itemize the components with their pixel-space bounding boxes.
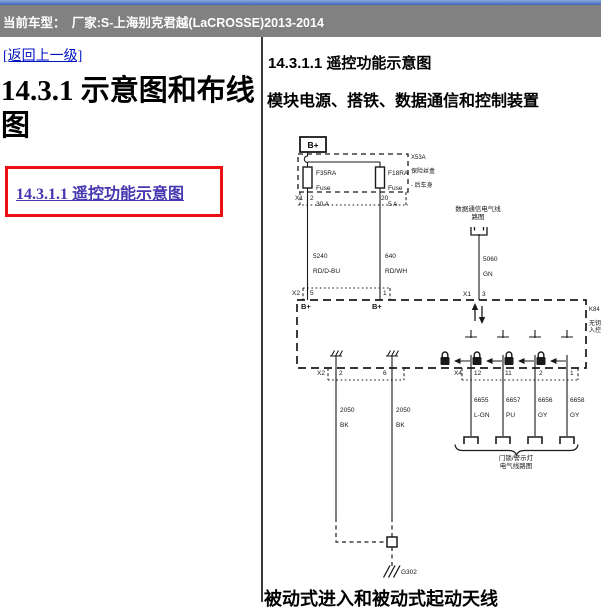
- door-lock-callout: 门锁/警示灯 电气线路图: [498, 455, 534, 470]
- pin-2-ground: 2: [339, 370, 343, 377]
- fuse-box-outline: [297, 153, 409, 193]
- page-title: 14.3.1.1 遥控功能示意图: [268, 55, 432, 72]
- wires: [303, 152, 573, 518]
- fuse-panel-callout: X53A 保险丝盒 - 后车身: [411, 155, 436, 189]
- connector-x1-data-label: X1: [463, 291, 471, 298]
- current-vehicle-bar: 当前车型： 厂家:S-上海别克君越(LaCROSSE)2013-2014: [0, 5, 601, 37]
- pin-3: 3: [482, 291, 486, 298]
- wire-5060-label: 5060 GN: [483, 255, 498, 279]
- pin-1: 1: [383, 290, 387, 297]
- window-title-strip: [0, 0, 601, 5]
- remote-function-link[interactable]: 14.3.1.1 遥控功能示意图: [16, 186, 185, 203]
- wire-6658-label: 6658 GY: [570, 396, 585, 420]
- pin-2: 2: [310, 195, 314, 202]
- offpage-connector-icon: [470, 227, 488, 236]
- connector-x4-label: X4: [454, 370, 462, 377]
- connector-x2-top-label: X2: [292, 290, 300, 297]
- terminal-icons: [463, 436, 575, 444]
- highlight-red-box: 14.3.1.1 遥控功能示意图: [5, 166, 223, 217]
- pin-12: 12: [474, 370, 482, 377]
- page-subtitle: 模块电源、搭铁、数据通信和控制装置: [267, 93, 540, 110]
- wire-6655-label: 6655 L-GN: [474, 396, 490, 420]
- wire-5240-label: 5240 RD/D-BU: [313, 252, 341, 276]
- section-heading: 14.3.1 示意图和布线图: [1, 75, 255, 142]
- data-direction-arrows: [471, 303, 486, 324]
- group-brace: [454, 444, 579, 457]
- wire-2050a-label: 2050 BK: [340, 406, 355, 430]
- fuse-f35ra-label: F35RA Fuse 30 A: [316, 169, 337, 208]
- module-callout: K84 无钥匙进 入控制模块: [589, 307, 601, 334]
- connector-x2-ground-label: X2: [317, 370, 325, 377]
- connector-rows: [298, 192, 579, 381]
- lock-icons: [440, 351, 557, 365]
- fuse-f18ra-label: F18RA Fuse 5 A: [388, 169, 409, 208]
- module-ground-icons: [330, 350, 399, 357]
- module-outline: [296, 299, 587, 369]
- data-link-callout: 数据通信电气线 路图: [455, 206, 501, 221]
- pin-6-ground: 6: [383, 370, 387, 377]
- back-to-parent-link[interactable]: [返回上一级]: [3, 49, 83, 64]
- connector-x1-label: X1: [295, 195, 303, 202]
- wire-640-label: 640 RD/WH: [385, 252, 408, 276]
- bplus-in-left: B+: [301, 302, 311, 311]
- battery-feed-label: B+: [307, 140, 319, 150]
- splice-icon: [386, 536, 398, 548]
- wire-6657-label: 6657 PU: [506, 396, 521, 420]
- pin-2-output: 2: [539, 370, 543, 377]
- chassis-ground-icon: [382, 565, 401, 578]
- ground-g302-label: G302: [401, 569, 417, 576]
- fuse-symbols: [302, 166, 386, 189]
- panel-divider: [261, 37, 263, 602]
- wire-6656-label: 6656 GY: [538, 396, 553, 420]
- pin-11: 11: [505, 370, 512, 377]
- pin-5: 5: [310, 290, 314, 297]
- dashed-ground-wires: [335, 518, 393, 568]
- battery-terminal-box: [299, 136, 327, 153]
- current-vehicle-text: 当前车型： 厂家:S-上海别克君越(LaCROSSE)2013-2014: [3, 16, 324, 30]
- wire-2050b-label: 2050 BK: [396, 406, 411, 430]
- bplus-in-right: B+: [372, 302, 382, 311]
- pin-20: 20: [381, 195, 389, 202]
- pin-1-output: 1: [570, 370, 574, 377]
